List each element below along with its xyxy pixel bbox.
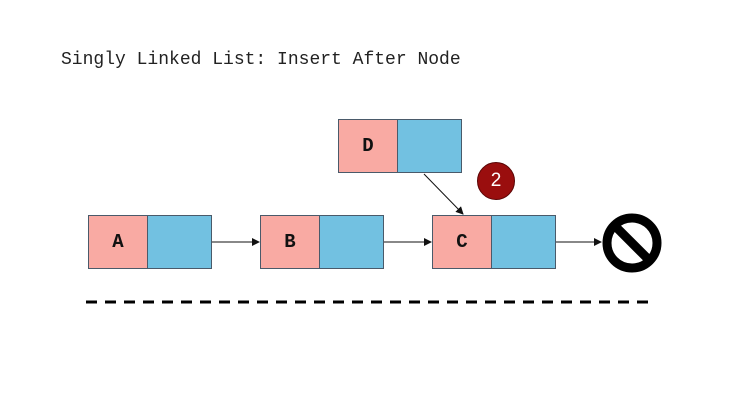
node-a-pointer: [148, 215, 212, 269]
null-icon: [602, 213, 662, 273]
node-c-value: C: [432, 215, 492, 269]
node-a-value: A: [88, 215, 148, 269]
node-c: C: [432, 215, 556, 269]
node-b-pointer: [320, 215, 384, 269]
arrow-d-to-c: [423, 173, 464, 215]
node-b: B: [260, 215, 384, 269]
node-d-pointer: [398, 119, 462, 173]
node-b-value: B: [260, 215, 320, 269]
node-a: A: [88, 215, 212, 269]
node-d: D: [338, 119, 462, 173]
node-c-pointer: [492, 215, 556, 269]
node-d-value: D: [338, 119, 398, 173]
step-badge: 2: [477, 162, 515, 200]
diagram-title: Singly Linked List: Insert After Node: [61, 50, 461, 70]
